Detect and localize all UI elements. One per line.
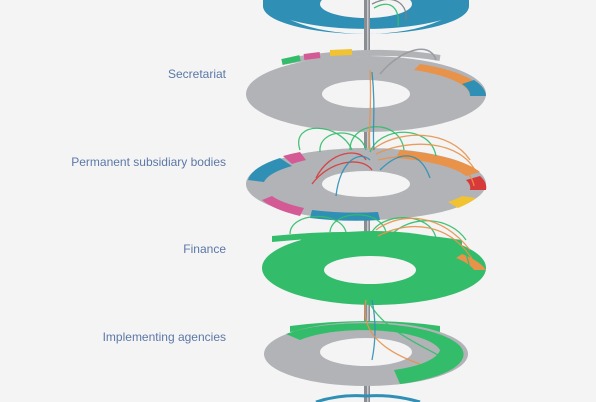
psb-segment-yellow-right bbox=[448, 196, 476, 208]
connection-link bbox=[311, 161, 373, 185]
level-label-secretariat: Secretariat bbox=[167, 67, 226, 81]
connection-link bbox=[375, 143, 477, 173]
connection-link bbox=[371, 71, 375, 151]
connection-link bbox=[371, 217, 437, 239]
connection-link bbox=[368, 69, 372, 151]
connection-link bbox=[367, 299, 441, 357]
secretariat-segment-yellow bbox=[329, 49, 353, 56]
connection-link bbox=[375, 217, 471, 251]
connection-link bbox=[319, 132, 367, 153]
connection-link bbox=[349, 126, 405, 151]
level-label-implementing-agencies: Implementing agencies bbox=[102, 330, 226, 344]
secretariat-ring bbox=[246, 48, 486, 132]
connection-link bbox=[371, 134, 471, 161]
bottom-ring-edge bbox=[315, 394, 421, 402]
secretariat-outer-arc-top bbox=[281, 49, 441, 65]
bottom-ring bbox=[315, 394, 421, 402]
finance-ring-hole bbox=[324, 256, 416, 284]
connection-link bbox=[377, 155, 475, 187]
implementing-agencies-ring bbox=[264, 321, 468, 386]
finance-segment-orange bbox=[456, 254, 486, 270]
psb-ring-hole bbox=[322, 171, 410, 197]
psb-segment-blue-left bbox=[248, 158, 292, 182]
connection-link bbox=[298, 127, 353, 151]
connection-links bbox=[289, 0, 477, 365]
secretariat-segment-blue bbox=[462, 80, 486, 96]
level-label-finance: Finance bbox=[183, 242, 226, 256]
psb-segment-pink-bottom bbox=[262, 196, 304, 216]
connection-link bbox=[299, 235, 321, 297]
psb-segment-pink-left bbox=[283, 152, 306, 164]
permanent-subsidiary-bodies-ring bbox=[246, 148, 487, 221]
connection-link bbox=[371, 0, 407, 21]
connection-link bbox=[371, 299, 376, 361]
psb-segment-red-right bbox=[466, 176, 487, 190]
connection-link bbox=[379, 155, 431, 179]
connection-link bbox=[289, 215, 347, 235]
ia-ring-hole bbox=[320, 338, 412, 366]
level-label-permanent-subsidiary-bodies: Permanent subsidiary bodies bbox=[71, 155, 226, 169]
connection-link bbox=[373, 3, 399, 27]
connection-link bbox=[459, 243, 471, 287]
connection-link bbox=[335, 155, 371, 197]
connection-link bbox=[377, 226, 475, 263]
secretariat-segment-pink bbox=[303, 52, 321, 60]
connection-link bbox=[364, 299, 421, 365]
secretariat-link-grey bbox=[379, 48, 437, 75]
connection-link bbox=[369, 131, 437, 157]
secretariat-segment-green bbox=[281, 55, 301, 65]
secretariat-ring-hole bbox=[322, 80, 410, 108]
ia-segment-green bbox=[286, 323, 464, 384]
finance-ring bbox=[262, 231, 486, 305]
